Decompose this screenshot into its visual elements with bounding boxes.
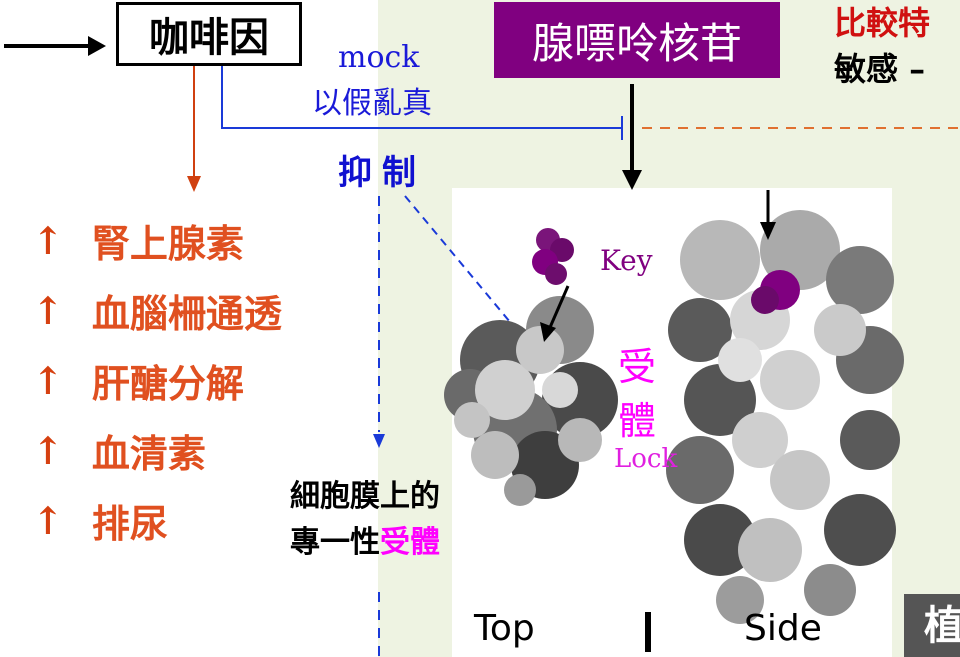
up-arrow-icon: ↑ bbox=[32, 217, 64, 263]
key-arrow bbox=[540, 285, 570, 342]
adenosine-arrow bbox=[622, 84, 642, 190]
right-text-line2: 敏感 – bbox=[834, 50, 926, 88]
caffeine-box: 咖啡因 bbox=[116, 2, 302, 66]
membrane-label-line2: 專一性受體 bbox=[290, 520, 440, 566]
receptor-top-view bbox=[444, 296, 618, 506]
side-view-label: Side bbox=[744, 608, 822, 649]
receptor-label: 受 體 bbox=[618, 340, 656, 448]
up-arrow-icon: ↑ bbox=[32, 497, 64, 543]
membrane-label-line1: 細胞膜上的 bbox=[290, 479, 440, 514]
receptor-side-view bbox=[666, 210, 904, 624]
key-label: Key bbox=[600, 244, 653, 277]
incoming-arrow bbox=[4, 36, 106, 56]
effect-item: ↑ 血清素 bbox=[32, 415, 282, 485]
effect-label: 排尿 bbox=[91, 500, 168, 546]
effect-label: 肝醣分解 bbox=[91, 360, 244, 406]
caffeine-label: 咖啡因 bbox=[149, 14, 269, 61]
right-cropped-text: 比較特 敏感 – bbox=[834, 0, 930, 92]
lock-label: Lock bbox=[614, 444, 678, 474]
adenosine-box: 腺嘌呤核苷 bbox=[494, 2, 780, 78]
corner-cropped-box: 植 bbox=[904, 594, 960, 657]
corner-text: 植 bbox=[924, 602, 960, 649]
membrane-label-highlight: 受體 bbox=[380, 525, 440, 560]
receptor-char-2: 體 bbox=[618, 399, 657, 443]
receptor-char-1: 受 bbox=[618, 345, 657, 389]
effect-item: ↑ 肝醣分解 bbox=[32, 345, 282, 415]
membrane-receptor-label: 細胞膜上的 專一性受體 bbox=[290, 474, 440, 566]
effects-list: ↑ 腎上腺素 ↑ 血腦柵通透 ↑ 肝醣分解 ↑ 血清素 ↑ 排尿 bbox=[32, 205, 282, 555]
effect-item: ↑ 血腦柵通透 bbox=[32, 275, 282, 345]
inhibit-label: 抑制 bbox=[338, 153, 426, 193]
effect-label: 血清素 bbox=[91, 430, 206, 476]
effect-item: ↑ 腎上腺素 bbox=[32, 205, 282, 275]
effect-item: ↑ 排尿 bbox=[32, 485, 282, 555]
mock-english-label: mock bbox=[338, 40, 420, 75]
top-view-label: Top bbox=[474, 608, 535, 649]
inhibition-line bbox=[221, 66, 623, 140]
right-text-line1: 比較特 bbox=[834, 4, 931, 42]
effect-label: 腎上腺素 bbox=[91, 220, 244, 266]
up-arrow-icon: ↑ bbox=[32, 357, 64, 403]
effect-label: 血腦柵通透 bbox=[91, 290, 282, 336]
mock-chinese-label: 以假亂真 bbox=[312, 86, 432, 121]
membrane-label-prefix: 專一性 bbox=[290, 525, 380, 560]
adenosine-label: 腺嘌呤核苷 bbox=[531, 18, 742, 68]
up-arrow-icon: ↑ bbox=[32, 427, 64, 473]
up-arrow-icon: ↑ bbox=[32, 287, 64, 333]
side-view-arrow bbox=[760, 190, 776, 240]
blue-dashed-arrow bbox=[373, 196, 385, 657]
effects-arrow bbox=[187, 66, 201, 192]
key-ligand bbox=[532, 228, 574, 285]
